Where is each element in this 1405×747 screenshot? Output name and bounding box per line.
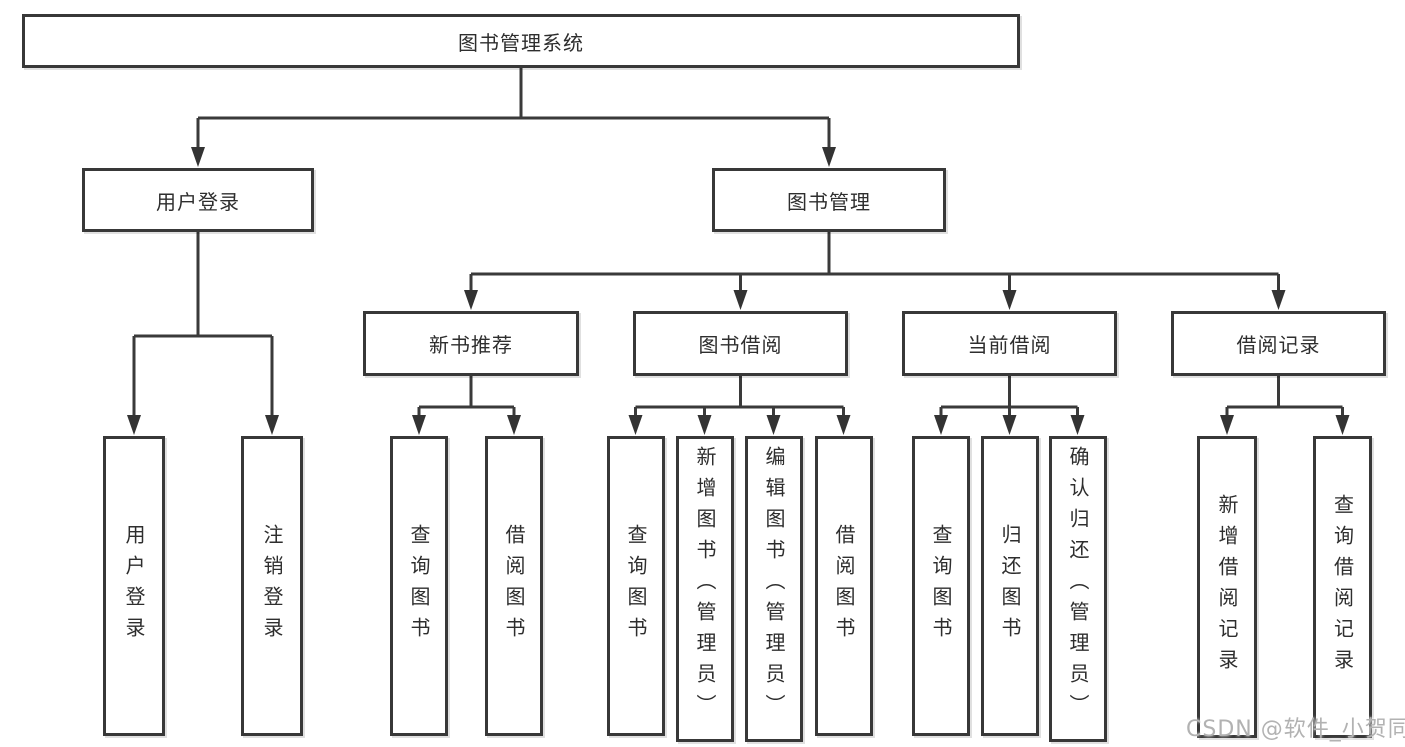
node-label: 查询图书 — [407, 524, 431, 648]
leaf-current-return-books: 归还图书 — [981, 436, 1039, 736]
node-label: 编辑图书（管理员） — [762, 446, 786, 725]
leaf-user-login: 用户登录 — [103, 436, 165, 736]
leaf-current-confirm-return-admin: 确认归还（管理员） — [1049, 436, 1107, 742]
leaf-borrowing-query-books: 查询图书 — [607, 436, 665, 736]
node-label: 图书管理 — [787, 189, 871, 214]
node-label: 查询图书 — [929, 524, 953, 648]
leaf-borrowing-borrow-books: 借阅图书 — [815, 436, 873, 736]
leaf-borrowing-edit-books-admin: 编辑图书（管理员） — [745, 436, 803, 742]
node-book-borrowing: 图书借阅 — [633, 311, 848, 376]
node-label: 图书借阅 — [698, 333, 783, 357]
node-label: 借阅记录 — [1236, 333, 1321, 357]
node-book-management: 图书管理 — [712, 168, 946, 232]
leaf-borrowing-add-books-admin: 新增图书（管理员） — [676, 436, 734, 742]
leaf-records-add-record: 新增借阅记录 — [1197, 436, 1257, 738]
leaf-records-query-record: 查询借阅记录 — [1313, 436, 1372, 738]
node-label: 注销登录 — [260, 524, 284, 648]
node-label: 归还图书 — [998, 524, 1022, 648]
node-label: 当前借阅 — [967, 333, 1052, 357]
node-label: 图书管理系统 — [458, 30, 584, 55]
node-user-login: 用户登录 — [82, 168, 314, 232]
node-label: 借阅图书 — [502, 524, 526, 648]
csdn-watermark: CSDN @软件_小贺同学 — [1186, 717, 1405, 742]
node-label: 查询借阅记录 — [1330, 494, 1355, 680]
node-label: 确认归还（管理员） — [1066, 446, 1090, 725]
node-label: 用户登录 — [156, 189, 240, 214]
node-label: 新书推荐 — [429, 333, 513, 357]
leaf-logout: 注销登录 — [241, 436, 303, 736]
node-label: 用户登录 — [122, 524, 146, 648]
leaf-newbook-query-books: 查询图书 — [390, 436, 448, 736]
leaf-newbook-borrow-books: 借阅图书 — [485, 436, 543, 736]
node-label: 查询图书 — [624, 524, 648, 648]
node-new-book-recommendation: 新书推荐 — [363, 311, 579, 376]
node-borrowing-records: 借阅记录 — [1171, 311, 1386, 376]
leaf-current-query-books: 查询图书 — [912, 436, 970, 736]
node-library-system: 图书管理系统 — [22, 14, 1020, 68]
node-label: 新增借阅记录 — [1215, 494, 1239, 680]
node-label: 借阅图书 — [832, 524, 856, 648]
node-current-borrowing: 当前借阅 — [902, 311, 1117, 376]
node-label: 新增图书（管理员） — [693, 446, 717, 725]
